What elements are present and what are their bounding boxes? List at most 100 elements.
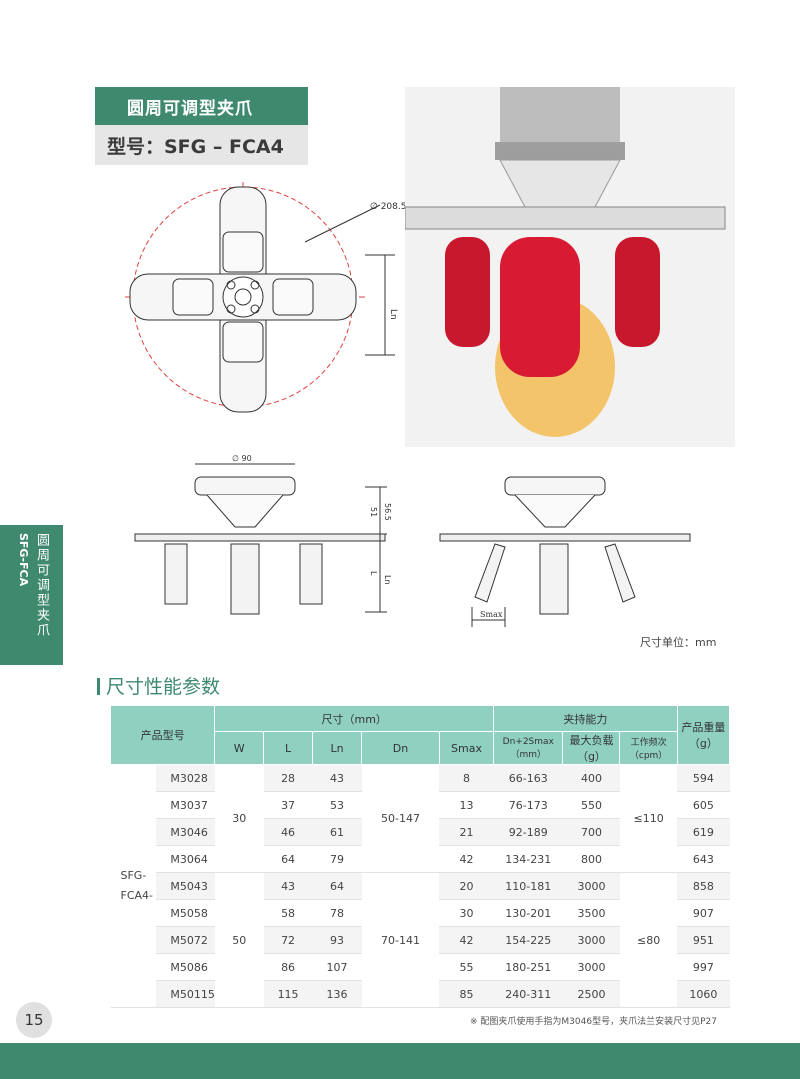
smax-cell: 30 (439, 899, 494, 927)
weight-cell: 619 (677, 818, 730, 846)
smax-cell: 42 (439, 926, 494, 954)
ln-cell: 136 (312, 980, 362, 1008)
range-cell: 110-181 (493, 872, 563, 900)
model-cell: M5043 (156, 872, 215, 900)
header-l: L (263, 731, 314, 765)
model-cell: M3028 (156, 764, 215, 792)
l-cell: 86 (263, 953, 313, 981)
l-cell: 37 (263, 791, 313, 819)
ln-cell: 79 (312, 845, 362, 873)
model-cell: M5086 (156, 953, 215, 981)
side-tab: 圆周可调型夹爪 SFG-FCA (0, 525, 63, 665)
l-cell: 43 (263, 872, 313, 900)
model-label: 型号：SFG – FCA4 (95, 125, 308, 165)
dim-smax: Smax (480, 610, 503, 619)
header-w: W (214, 731, 265, 765)
weight-cell: 907 (677, 899, 730, 927)
ln-cell: 78 (312, 899, 362, 927)
w-cell: 30 (214, 764, 264, 873)
model-cell: M3037 (156, 791, 215, 819)
model-cell: M50115 (156, 980, 215, 1008)
ln-cell: 93 (312, 926, 362, 954)
weight-cell: 997 (677, 953, 730, 981)
l-cell: 115 (263, 980, 313, 1008)
weight-cell: 951 (677, 926, 730, 954)
top-view-drawing (125, 182, 395, 413)
side-tab-cn: 圆周可调型夹爪 (34, 533, 49, 638)
weight-cell: 643 (677, 845, 730, 873)
header-weight: 产品重量（g） (676, 705, 731, 765)
load-cell: 800 (562, 845, 620, 873)
dim-ln-side: Ln (383, 575, 392, 585)
l-cell: 58 (263, 899, 313, 927)
side-tab-en: SFG-FCA (17, 533, 30, 587)
ln-cell: 53 (312, 791, 362, 819)
header-clamp: 夹持能力 (493, 705, 678, 732)
range-cell: 92-189 (493, 818, 563, 846)
header-freq: 工作频次（cpm） (619, 731, 678, 765)
freq-cell: ≤110 (619, 764, 678, 873)
load-cell: 3000 (562, 953, 620, 981)
weight-cell: 594 (677, 764, 730, 792)
header-dn2s: Dn+2Smax（mm） (493, 731, 564, 765)
product-photo (405, 87, 735, 447)
smax-cell: 55 (439, 953, 494, 981)
load-cell: 400 (562, 764, 620, 792)
model-cell: M3064 (156, 845, 215, 873)
model-cell: M3046 (156, 818, 215, 846)
load-cell: 550 (562, 791, 620, 819)
range-cell: 76-173 (493, 791, 563, 819)
load-cell: 3000 (562, 872, 620, 900)
side-view-left (134, 463, 387, 615)
ln-cell: 107 (312, 953, 362, 981)
ln-cell: 61 (312, 818, 362, 846)
dim-l: L (369, 571, 378, 576)
header-ln: Ln (312, 731, 363, 765)
smax-cell: 85 (439, 980, 494, 1008)
dn-cell: 70-141 (361, 872, 440, 1008)
load-cell: 3500 (562, 899, 620, 927)
unit-note: 尺寸单位：mm (640, 636, 717, 649)
load-cell: 3000 (562, 926, 620, 954)
side-view-right (439, 476, 691, 627)
model-cell: M5058 (156, 899, 215, 927)
dim-diameter-large: ∅ 208.5 (370, 202, 406, 212)
range-cell: 134-231 (493, 845, 563, 873)
footnote: ※ 配图夹爪使用手指为M3046型号，夹爪法兰安装尺寸见P27 (470, 1017, 717, 1027)
weight-cell: 605 (677, 791, 730, 819)
model-group: SFG-FCA4- (110, 764, 157, 1008)
range-cell: 130-201 (493, 899, 563, 927)
dim-51: 51 (369, 507, 378, 517)
dim-diameter-small: ∅ 90 (232, 454, 252, 463)
header-load: 最大负载（g） (562, 731, 621, 765)
dn-cell: 50-147 (361, 764, 440, 873)
spec-table: 产品型号 尺寸（mm） 夹持能力 产品重量（g） W L Ln Dn Smax … (109, 705, 731, 1008)
weight-cell: 858 (677, 872, 730, 900)
dim-56-5: 56.5 (383, 503, 392, 521)
ln-cell: 43 (312, 764, 362, 792)
product-title: 圆周可调型夹爪 (95, 87, 308, 125)
smax-cell: 21 (439, 818, 494, 846)
range-cell: 180-251 (493, 953, 563, 981)
freq-cell: ≤80 (619, 872, 678, 1008)
w-cell: 50 (214, 872, 264, 1008)
header-model: 产品型号 (109, 705, 216, 765)
smax-cell: 20 (439, 872, 494, 900)
ln-cell: 64 (312, 872, 362, 900)
l-cell: 72 (263, 926, 313, 954)
footer-band (0, 1043, 800, 1079)
header-dn: Dn (361, 731, 440, 765)
range-cell: 66-163 (493, 764, 563, 792)
l-cell: 46 (263, 818, 313, 846)
range-cell: 240-311 (493, 980, 563, 1008)
load-cell: 2500 (562, 980, 620, 1008)
